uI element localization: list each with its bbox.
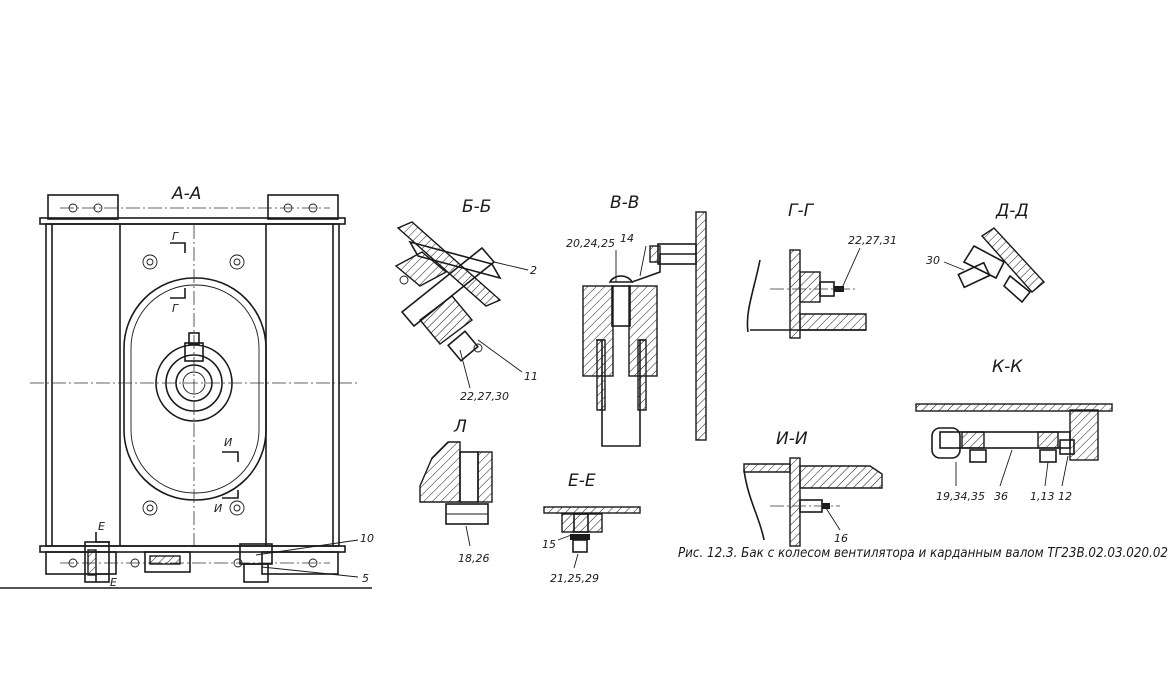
section-label-i-i: И-И — [776, 429, 808, 449]
view-v-v — [582, 211, 707, 447]
callout-21-25-29: 21,25,29 — [550, 572, 599, 585]
callout-11: 11 — [524, 370, 538, 383]
section-label-d-d: Д-Д — [995, 201, 1029, 221]
view-g-g — [746, 247, 867, 339]
callout-1-13: 1,13 — [1030, 490, 1055, 503]
section-label-l: Л — [453, 417, 467, 437]
section-label-b-b: Б-Б — [462, 197, 491, 217]
marker-g-top: Г — [172, 230, 179, 243]
marker-i-bottom: И — [214, 502, 222, 515]
callout-22-27-30: 22,27,30 — [460, 390, 509, 403]
view-i-i — [743, 457, 883, 547]
bolt-hole-group — [142, 254, 245, 516]
view-d-d — [943, 227, 1046, 304]
callout-2: 2 — [530, 264, 537, 277]
callout-14: 14 — [620, 232, 634, 245]
marker-i-top: И — [224, 436, 232, 449]
callout-19-34-35: 19,34,35 — [936, 490, 985, 503]
callout-18-26: 18,26 — [458, 552, 490, 565]
figure-caption: Рис. 12.3. Бак с колесом вентилятора и к… — [678, 545, 1168, 561]
section-label-k-k: К-К — [992, 357, 1023, 377]
callout-30: 30 — [926, 254, 940, 267]
marker-e-top: Е — [98, 520, 105, 533]
section-label-a-a: А-А — [171, 184, 201, 204]
section-label-v-v: В-В — [610, 193, 639, 213]
callout-36: 36 — [994, 490, 1008, 503]
callout-10: 10 — [360, 532, 374, 545]
view-e-e — [543, 506, 641, 569]
view-k-k — [915, 403, 1113, 487]
callout-22-27-31: 22,27,31 — [848, 234, 897, 247]
marker-e-bottom: Е — [110, 576, 117, 589]
callout-16: 16 — [834, 532, 848, 545]
section-label-g-g: Г-Г — [788, 201, 815, 221]
callout-5: 5 — [362, 572, 369, 585]
callout-12: 12 — [1058, 490, 1072, 503]
view-l — [419, 441, 493, 547]
callout-15: 15 — [542, 538, 556, 551]
callout-20-24-25: 20,24,25 — [566, 237, 615, 250]
view-b-b — [394, 221, 529, 389]
section-label-e-e: Е-Е — [568, 471, 596, 491]
view-a-a — [0, 194, 372, 589]
marker-g-bottom: Г — [172, 302, 179, 315]
